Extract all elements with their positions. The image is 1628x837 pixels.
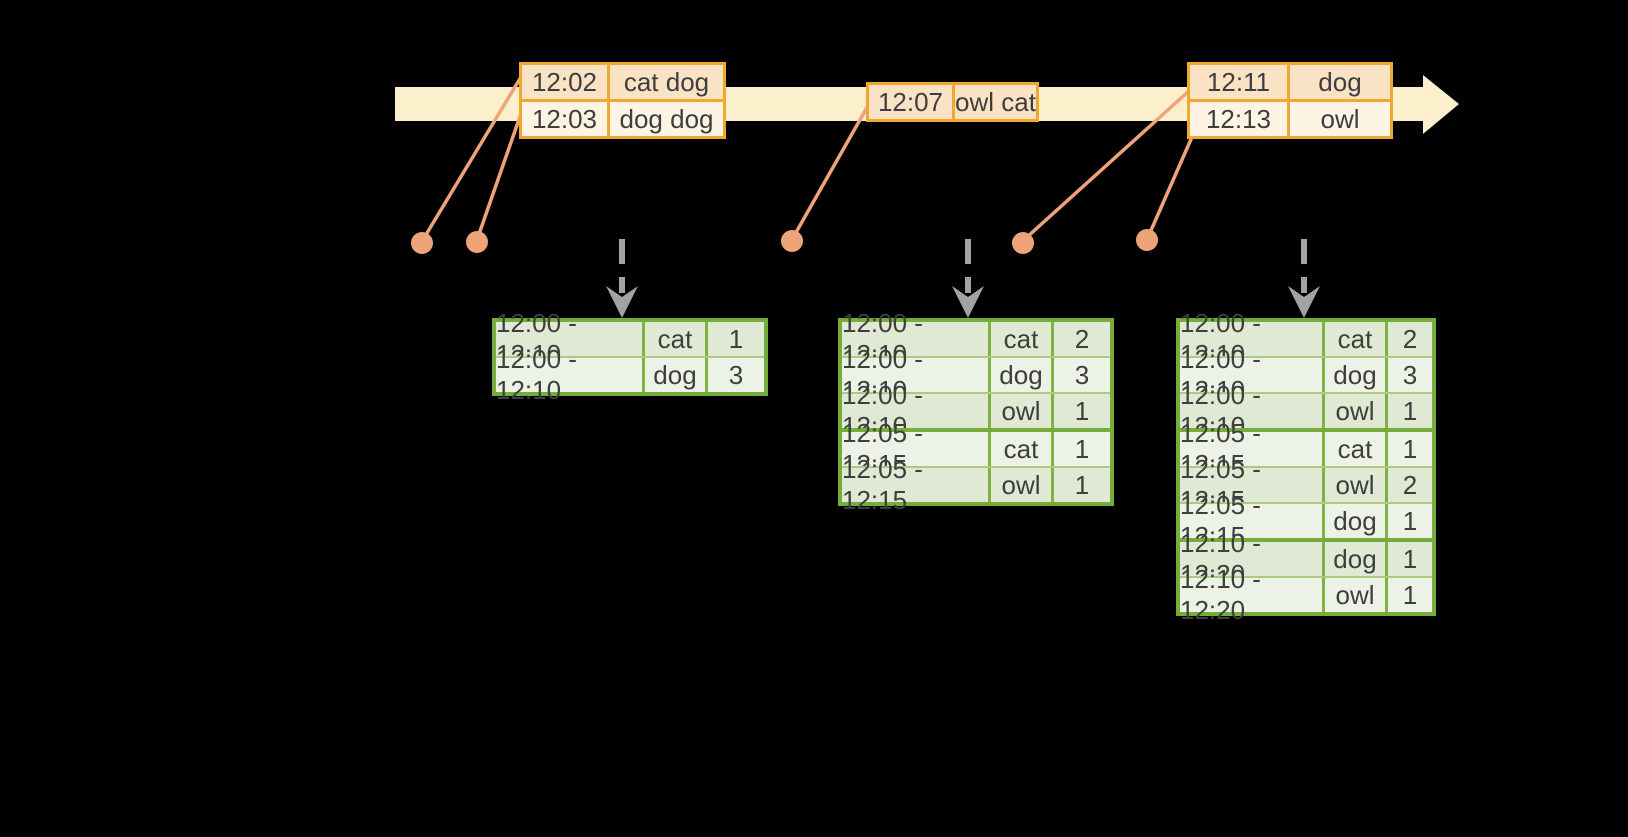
trigger-arrowhead-icon xyxy=(952,286,984,318)
count-cell: 3 xyxy=(1385,358,1432,392)
word-cell: cat xyxy=(988,432,1051,466)
count-cell: 1 xyxy=(1385,542,1432,576)
window-cell: 12:00 - 12:10 xyxy=(496,344,642,405)
event-dot xyxy=(781,230,803,252)
word-cell: dog xyxy=(988,358,1051,392)
event-dot xyxy=(411,232,433,254)
words-cell: dog dog xyxy=(610,102,723,136)
word-cell: dog xyxy=(1322,358,1385,392)
event-connector-lines xyxy=(422,71,1194,240)
count-cell: 1 xyxy=(1051,394,1110,428)
word-cell: owl xyxy=(988,394,1051,428)
word-cell: dog xyxy=(1322,542,1385,576)
timeline-arrowhead-icon xyxy=(1423,75,1459,134)
event-dots xyxy=(411,229,1158,254)
event-connector-line xyxy=(1024,88,1192,240)
window-cell: 12:05 - 12:15 xyxy=(842,454,988,515)
window-cell: 12:10 - 12:20 xyxy=(1180,564,1322,625)
event-connector-line xyxy=(1147,136,1194,236)
count-cell: 1 xyxy=(1051,468,1110,502)
word-cell: dog xyxy=(642,358,705,392)
word-cell: owl xyxy=(1322,394,1385,428)
count-cell: 3 xyxy=(705,358,764,392)
window-cell: 12:05 - 12:15 xyxy=(1180,490,1322,551)
count-cell: 1 xyxy=(1385,432,1432,466)
time-cell: 12:02 xyxy=(522,65,607,99)
word-cell: cat xyxy=(642,322,705,356)
word-cell: owl xyxy=(988,468,1051,502)
word-cell: owl xyxy=(1322,468,1385,502)
trigger-arrowhead-icon xyxy=(606,286,638,318)
event-connector-line xyxy=(792,103,871,237)
count-cell: 1 xyxy=(1385,504,1432,538)
count-cell: 2 xyxy=(1385,468,1432,502)
window-cell: 12:05 - 12:15 xyxy=(842,418,988,479)
trigger-arrowheads xyxy=(606,286,1320,318)
count-cell: 2 xyxy=(1385,322,1432,356)
count-cell: 1 xyxy=(1385,394,1432,428)
event-dot xyxy=(1136,229,1158,251)
words-cell: owl xyxy=(1290,102,1390,136)
word-cell: cat xyxy=(1322,322,1385,356)
word-cell: dog xyxy=(1322,504,1385,538)
word-cell: owl xyxy=(1322,578,1385,612)
trigger-arrow-shafts xyxy=(619,239,1307,293)
event-dot xyxy=(466,231,488,253)
count-cell: 1 xyxy=(1385,578,1432,612)
count-cell: 2 xyxy=(1051,322,1110,356)
event-dot xyxy=(1012,232,1034,254)
time-cell: 12:07 xyxy=(869,85,952,119)
count-cell: 1 xyxy=(705,322,764,356)
count-cell: 1 xyxy=(1051,432,1110,466)
count-cell: 3 xyxy=(1051,358,1110,392)
trigger-arrowhead-icon xyxy=(1288,286,1320,318)
words-cell: cat dog xyxy=(610,65,723,99)
word-cell: cat xyxy=(1322,432,1385,466)
time-cell: 12:11 xyxy=(1190,65,1287,99)
time-cell: 12:13 xyxy=(1190,102,1287,136)
event-connector-line xyxy=(476,104,526,238)
time-cell: 12:03 xyxy=(522,102,607,136)
words-cell: owl cat xyxy=(955,85,1036,119)
words-cell: dog xyxy=(1290,65,1390,99)
word-cell: cat xyxy=(988,322,1051,356)
event-connector-line xyxy=(422,71,526,239)
